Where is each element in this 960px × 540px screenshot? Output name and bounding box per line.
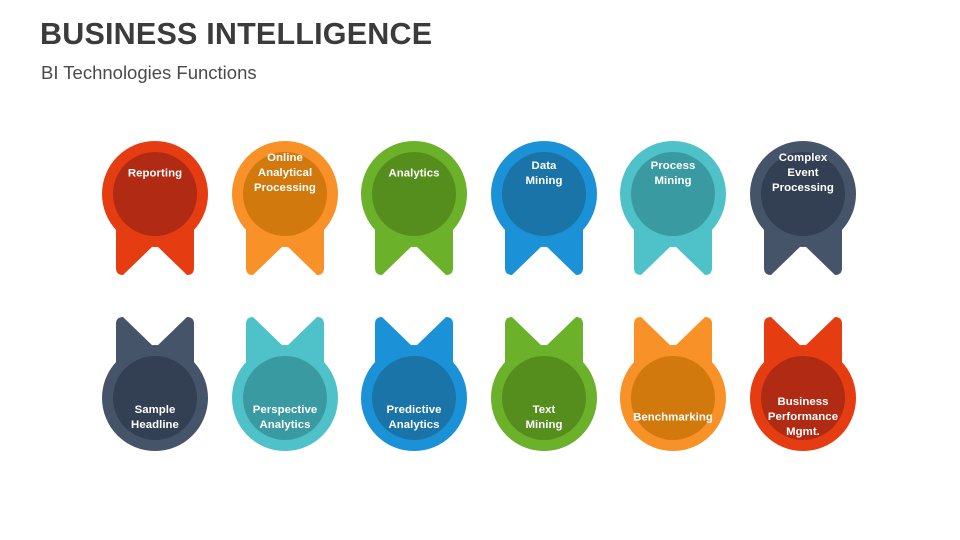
badge-inner-circle bbox=[243, 152, 327, 236]
badge-shape bbox=[750, 317, 856, 468]
badge-inner-circle bbox=[502, 356, 586, 440]
badge-analytics[interactable]: Analytics bbox=[357, 118, 471, 280]
badge-inner-circle bbox=[372, 152, 456, 236]
badge-shape bbox=[361, 317, 467, 468]
badge-inner-circle bbox=[113, 152, 197, 236]
badge-sample-headline[interactable]: Sample Headline bbox=[98, 312, 212, 474]
badge-shape bbox=[491, 317, 597, 468]
badge-benchmarking[interactable]: Benchmarking bbox=[616, 312, 730, 474]
badge-inner-circle bbox=[243, 356, 327, 440]
badge-online-analytical-processing[interactable]: Online Analytical Processing bbox=[228, 118, 342, 280]
badge-inner-circle bbox=[761, 356, 845, 440]
badge-complex-event-processing[interactable]: Complex Event Processing bbox=[746, 118, 860, 280]
badge-data-mining[interactable]: Data Mining bbox=[487, 118, 601, 280]
badge-inner-circle bbox=[502, 152, 586, 236]
badge-inner-circle bbox=[113, 356, 197, 440]
badge-inner-circle bbox=[631, 152, 715, 236]
badge-shape bbox=[491, 124, 597, 275]
badge-shape bbox=[232, 317, 338, 468]
badge-shape bbox=[361, 124, 467, 275]
badge-shape bbox=[750, 124, 856, 275]
badge-inner-circle bbox=[761, 152, 845, 236]
badge-inner-circle bbox=[631, 356, 715, 440]
badge-text-mining[interactable]: Text Mining bbox=[487, 312, 601, 474]
page-subtitle: BI Technologies Functions bbox=[41, 62, 257, 83]
badge-process-mining[interactable]: Process Mining bbox=[616, 118, 730, 280]
badge-shape bbox=[620, 124, 726, 275]
badge-inner-circle bbox=[372, 356, 456, 440]
badge-shape bbox=[102, 124, 208, 275]
badge-shape bbox=[232, 124, 338, 275]
badge-perspective-analytics[interactable]: Perspective Analytics bbox=[228, 312, 342, 474]
badge-reporting[interactable]: Reporting bbox=[98, 118, 212, 280]
page-title: BUSINESS INTELLIGENCE bbox=[40, 17, 433, 51]
badge-business-performance-mgmt[interactable]: Business Performance Mgmt. bbox=[746, 312, 860, 474]
badge-predictive-analytics[interactable]: Predictive Analytics bbox=[357, 312, 471, 474]
badge-shape bbox=[620, 317, 726, 468]
badge-shape bbox=[102, 317, 208, 468]
